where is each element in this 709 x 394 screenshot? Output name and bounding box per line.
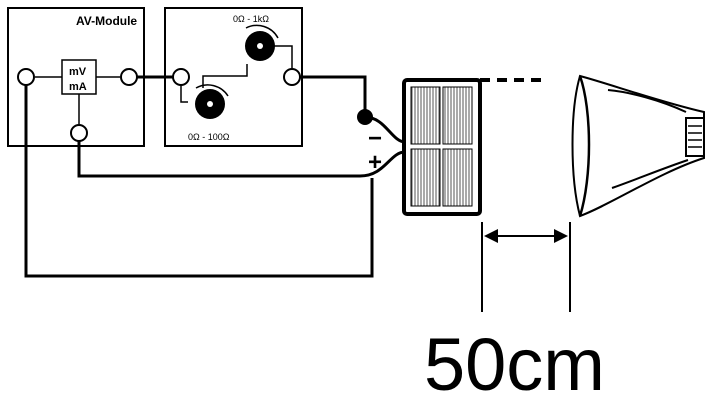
pot-terminal-right bbox=[283, 68, 301, 86]
potentiometer-module: 0Ω - 1kΩ 0Ω - 100Ω bbox=[164, 7, 303, 147]
terminal-left bbox=[17, 68, 35, 86]
pot-small-range-label: 0Ω - 100Ω bbox=[188, 132, 230, 142]
distance-label: 50cm bbox=[424, 323, 605, 394]
pot-knob-large bbox=[245, 24, 279, 61]
distance-marker bbox=[481, 222, 571, 312]
meter-label-mv: mV bbox=[69, 66, 87, 78]
terminal-bottom bbox=[70, 124, 88, 142]
minus-sign: − bbox=[368, 125, 382, 152]
meter-label-ma: mA bbox=[69, 81, 87, 93]
av-module: AV-Module mV mA bbox=[7, 7, 145, 147]
av-module-title: AV-Module bbox=[76, 14, 137, 28]
plus-sign: + bbox=[368, 149, 382, 176]
lamp-icon bbox=[571, 74, 705, 218]
terminal-right bbox=[120, 68, 138, 86]
pot-large-range-label: 0Ω - 1kΩ bbox=[233, 14, 269, 24]
junction-node bbox=[357, 109, 373, 125]
pot-terminal-left bbox=[172, 68, 190, 86]
pot-knob-small bbox=[195, 84, 229, 119]
solar-cell bbox=[402, 78, 546, 216]
meter-display: mV mA bbox=[61, 59, 97, 95]
